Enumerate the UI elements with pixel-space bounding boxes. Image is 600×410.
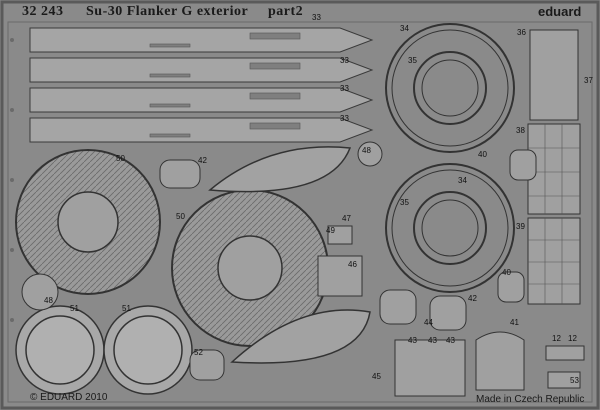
part-number: 48 (362, 146, 371, 155)
ring-parts-34-35 (385, 23, 515, 293)
part-number: 34 (400, 24, 409, 33)
part-number: 50 (116, 154, 125, 163)
lens-parts-47-45 (208, 146, 371, 364)
part-number: 47 (342, 214, 351, 223)
part-number: 12 (568, 334, 577, 343)
part-number: 40 (502, 268, 511, 277)
panel-grid (528, 124, 580, 304)
panel-parts-36-39 (527, 29, 581, 305)
part-number: 45 (372, 372, 381, 381)
part-number: 53 (570, 376, 579, 385)
part-number: 44 (424, 318, 433, 327)
part-number: 39 (516, 222, 525, 231)
part-number: 41 (510, 318, 519, 327)
part-number: 51 (70, 304, 79, 313)
part-number: 36 (517, 28, 526, 37)
part-number: 42 (198, 156, 207, 165)
part-number: 38 (516, 126, 525, 135)
part-number: 37 (584, 76, 593, 85)
part-number: 51 (122, 304, 131, 313)
strip-details (149, 32, 301, 138)
set-part: part2 (268, 4, 304, 19)
set-number: 32 243 (22, 4, 64, 19)
set-title: Su-30 Flanker G exterior (86, 4, 249, 19)
sprue-dots (10, 38, 14, 322)
part-number: 50 (176, 212, 185, 221)
part-number: 33 (340, 84, 349, 93)
part-number: 52 (194, 348, 203, 357)
part-number: 33 (340, 56, 349, 65)
part-number: 48 (44, 296, 53, 305)
part-number: 33 (340, 114, 349, 123)
brand-name: eduard (538, 4, 582, 19)
part-number: 35 (400, 198, 409, 207)
part-number: 43 (446, 336, 455, 345)
part-number: 35 (408, 56, 417, 65)
part-number: 40 (478, 150, 487, 159)
disc-parts-51 (15, 305, 193, 395)
copyright-text: © EDUARD 2010 (30, 392, 108, 403)
part-number: 43 (408, 336, 417, 345)
part-number: 43 (428, 336, 437, 345)
part-number: 12 (552, 334, 561, 343)
strip-parts-33 (29, 27, 374, 143)
part-number: 34 (458, 176, 467, 185)
part-number: 42 (468, 294, 477, 303)
fret-inner-border (7, 21, 593, 403)
origin-text: Made in Czech Republic (476, 394, 585, 405)
part-number: 49 (326, 226, 335, 235)
small-parts (21, 141, 585, 397)
part-number: 33 (312, 13, 321, 22)
part-number: 46 (348, 260, 357, 269)
